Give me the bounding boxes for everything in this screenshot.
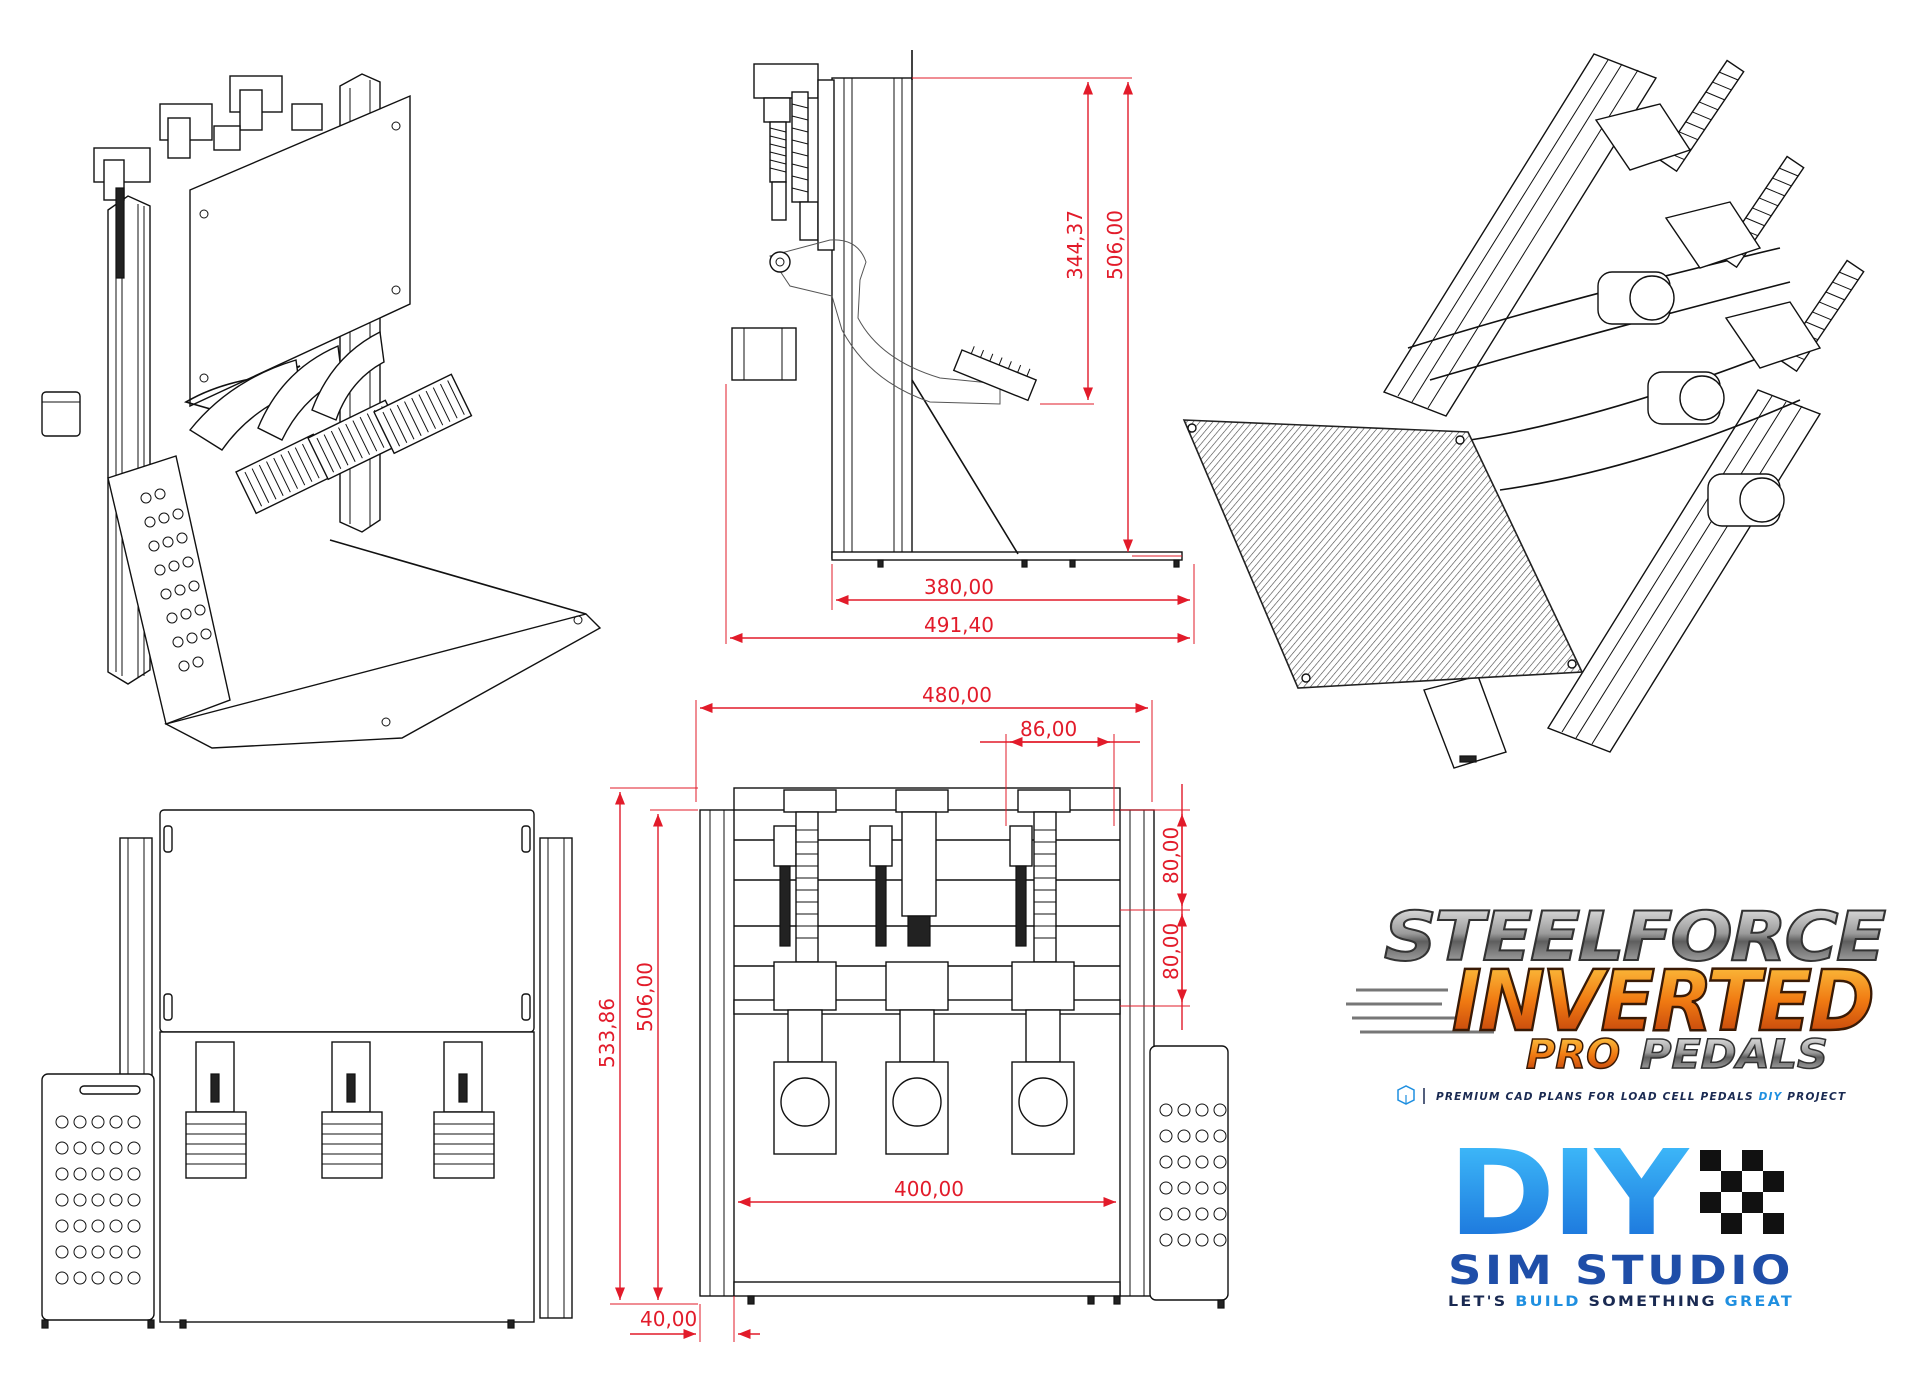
front-plate-holes bbox=[1159, 1103, 1227, 1247]
rear-plate-holes bbox=[55, 1115, 141, 1285]
dim-533-86: 533,86 bbox=[595, 998, 619, 1068]
dim-506-00-side: 506,00 bbox=[1103, 210, 1127, 280]
logo-pro: PRO bbox=[1526, 1032, 1620, 1078]
speed-stripes-icon bbox=[1346, 988, 1494, 1034]
dim-86-00: 86,00 bbox=[1020, 717, 1077, 741]
iso-pedal-plates bbox=[235, 373, 473, 515]
logo-pedals: PEDALS bbox=[1640, 1032, 1828, 1078]
checkered-flag-icon bbox=[1700, 1150, 1790, 1234]
logo-title-steelforce: STEELFORCE bbox=[1384, 898, 1886, 977]
dim-400-00: 400,00 bbox=[894, 1177, 964, 1201]
slogan: LET'S BUILD SOMETHING GREAT bbox=[1448, 1294, 1794, 1310]
cube-icon bbox=[1397, 1085, 1415, 1105]
dim-506-00-front: 506,00 bbox=[633, 962, 657, 1032]
rear-pedals bbox=[185, 1041, 495, 1179]
front-pedal-units bbox=[773, 789, 1075, 1155]
dim-40-00: 40,00 bbox=[640, 1307, 697, 1331]
steelforce-logo: STEELFORCE INVERTED PRO PEDALS PREMIUM C… bbox=[1346, 897, 1889, 1105]
tagline: PREMIUM CAD PLANS FOR LOAD CELL PEDALS D… bbox=[1436, 1091, 1846, 1103]
logo-title-inverted: INVERTED bbox=[1452, 952, 1872, 1050]
top-isometric-view bbox=[1182, 53, 1865, 769]
isometric-view bbox=[41, 73, 602, 749]
roller-cylinders bbox=[1597, 271, 1785, 527]
diy-sim-studio-logo: DIY SIM STUDIO LET'S BUILD SOMETHING GRE… bbox=[1448, 1124, 1794, 1310]
dim-380-00: 380,00 bbox=[924, 575, 994, 599]
top-mechanisms bbox=[93, 75, 323, 279]
dim-80-00-lower: 80,00 bbox=[1159, 923, 1183, 980]
dim-344-37: 344,37 bbox=[1063, 210, 1087, 280]
front-view: 480,00 86,00 533,86 506,00 80,00 80,00 4… bbox=[595, 683, 1229, 1342]
side-view: 344,37 506,00 380,00 491,40 bbox=[725, 50, 1195, 644]
dim-480-00: 480,00 bbox=[922, 683, 992, 707]
dim-80-00-upper: 80,00 bbox=[1159, 827, 1183, 884]
dim-491-40: 491,40 bbox=[924, 613, 994, 637]
heel-plate-holes bbox=[140, 488, 212, 672]
diy-wordmark: DIY bbox=[1448, 1124, 1690, 1262]
sim-studio-wordmark: SIM STUDIO bbox=[1448, 1248, 1794, 1294]
rear-view bbox=[41, 809, 573, 1329]
